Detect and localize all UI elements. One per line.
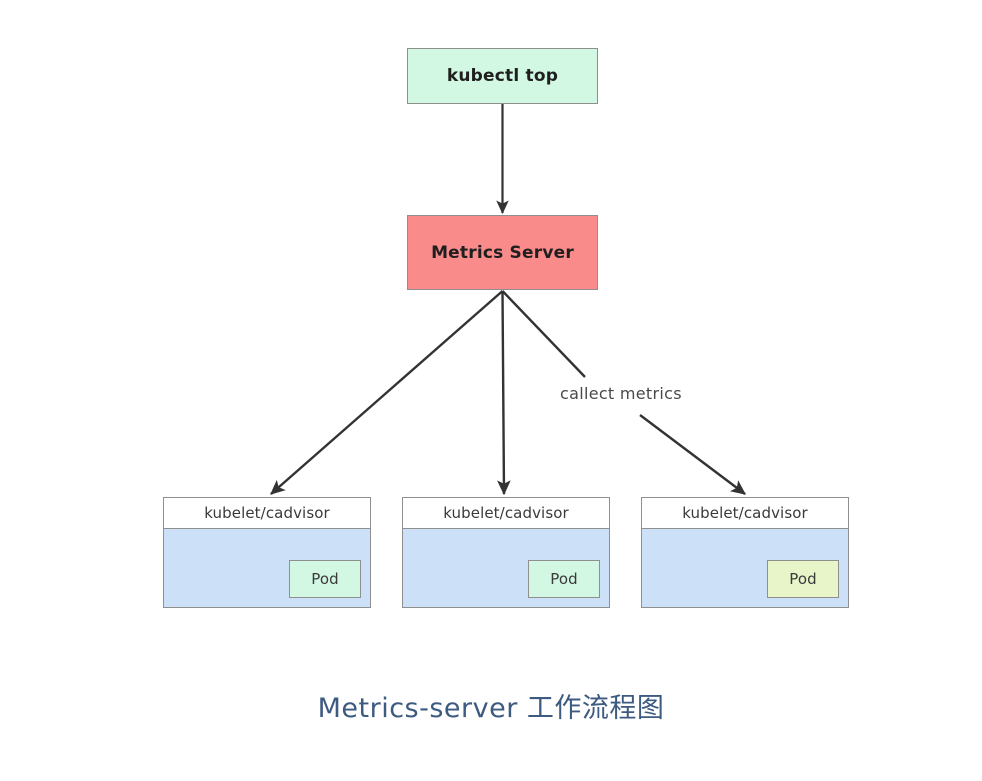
pod-box-2: Pod: [767, 560, 839, 598]
pod-label-1: Pod: [550, 570, 578, 588]
edge-metrics-server-to-node-2-upper: [501, 290, 586, 378]
edge-metrics-server-to-node-0: [270, 290, 504, 495]
node-kubectl-top: kubectl top: [407, 48, 598, 104]
pod-label-2: Pod: [789, 570, 817, 588]
pod-label-0: Pod: [311, 570, 339, 588]
edge-label-collect-metrics: callect metrics: [556, 383, 686, 404]
node-card-kubelet-0: kubelet/cadvisor Pod: [163, 497, 371, 608]
node-card-header-label-2: kubelet/cadvisor: [682, 504, 808, 522]
node-card-body-1: Pod: [403, 529, 609, 607]
pod-box-0: Pod: [289, 560, 361, 598]
node-kubectl-top-label: kubectl top: [446, 66, 559, 86]
node-card-header-2: kubelet/cadvisor: [642, 498, 848, 529]
node-card-body-2: Pod: [642, 529, 848, 607]
node-card-header-0: kubelet/cadvisor: [164, 498, 370, 529]
node-card-kubelet-1: kubelet/cadvisor Pod: [402, 497, 610, 608]
node-metrics-server-label: Metrics Server: [431, 242, 574, 263]
node-card-header-label-1: kubelet/cadvisor: [443, 504, 569, 522]
node-card-kubelet-2: kubelet/cadvisor Pod: [641, 497, 849, 608]
edge-metrics-server-to-node-2-lower: [639, 414, 746, 495]
node-metrics-server: Metrics Server: [407, 215, 598, 290]
edge-metrics-server-to-node-1: [497, 290, 511, 496]
node-card-body-0: Pod: [164, 529, 370, 607]
node-card-header-label-0: kubelet/cadvisor: [204, 504, 330, 522]
node-card-header-1: kubelet/cadvisor: [403, 498, 609, 529]
pod-box-1: Pod: [528, 560, 600, 598]
diagram-caption: Metrics-server 工作流程图: [317, 693, 665, 724]
